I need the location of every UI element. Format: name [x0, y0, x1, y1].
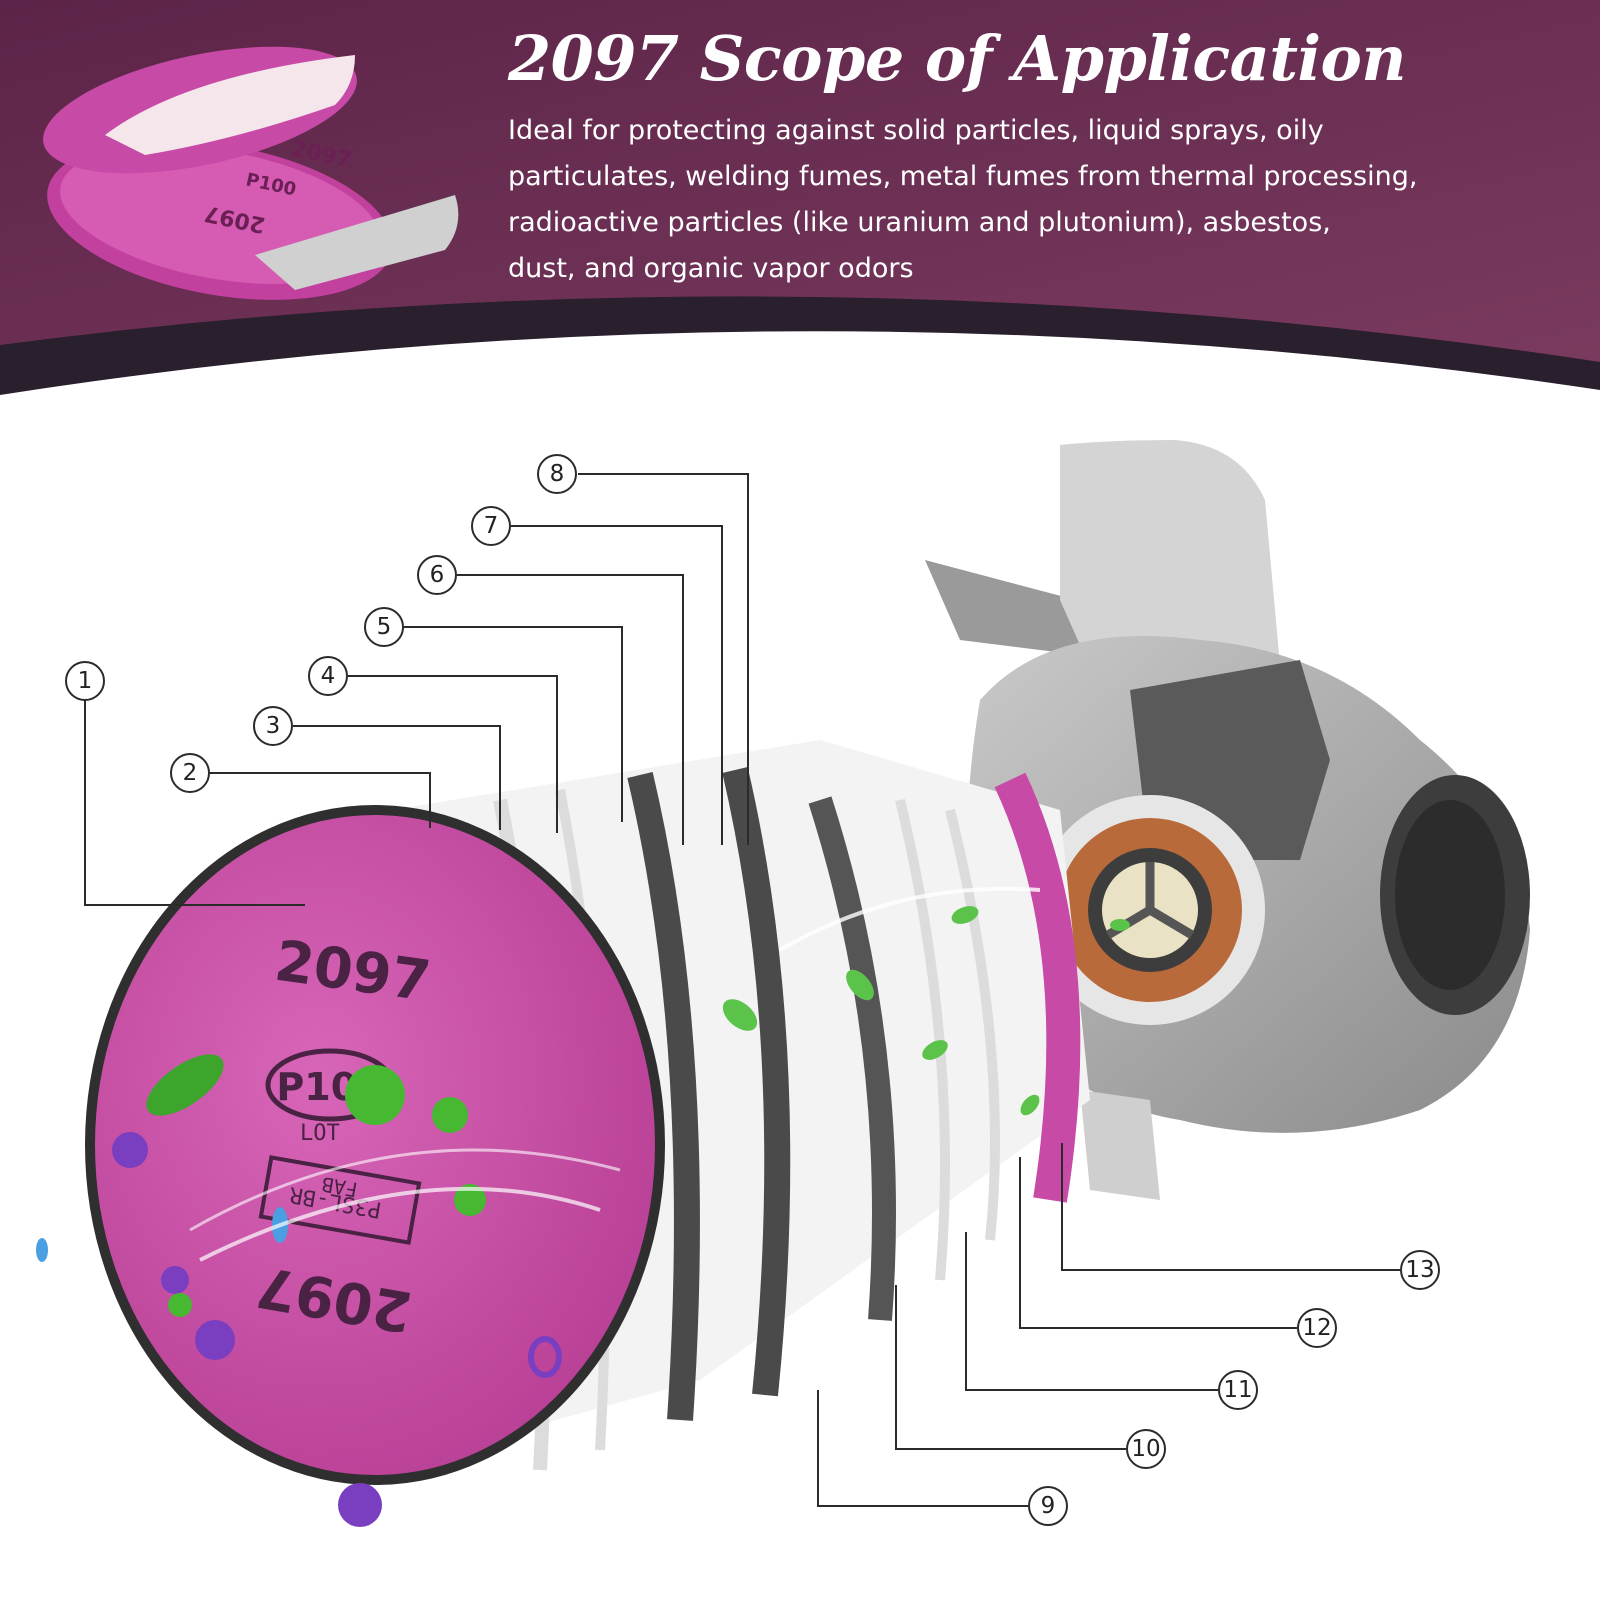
application-description: Ideal for protecting against solid parti…: [508, 108, 1568, 292]
description-line: radioactive particles (like uranium and …: [508, 207, 1331, 238]
page-title: 2097 Scope of Application: [508, 22, 1406, 95]
leader-lines: [84, 473, 1400, 1507]
rear-pink-pad: [994, 772, 1081, 1203]
layer-marker-7: 7: [471, 506, 511, 546]
carbon-layer: [722, 767, 791, 1397]
filter-pads-thumbnail: 2097 P100 2097: [43, 46, 459, 300]
disc-print-lot: LOT: [300, 1121, 340, 1146]
layer-marker-4: 4: [308, 656, 348, 696]
layer-marker-8: 8: [537, 454, 577, 494]
layer-marker-3: 3: [253, 706, 293, 746]
mask-head-strap: [925, 560, 1120, 660]
layer-marker-12: 12: [1297, 1308, 1337, 1348]
particles: [36, 886, 1130, 1527]
layer-marker-9: 9: [1028, 1486, 1068, 1526]
layer-marker-13: 13: [1400, 1250, 1440, 1290]
description-line: dust, and organic vapor odors: [508, 253, 914, 284]
layer-marker-2: 2: [170, 753, 210, 793]
header-banner: [0, 0, 1600, 395]
mask-lower-strap-clip: [1080, 1090, 1160, 1200]
filter-stack: 2097 P100 2097 P3SL-BR FAB LOT: [85, 740, 1090, 1485]
layer-marker-10: 10: [1126, 1429, 1166, 1469]
layer-marker-11: 11: [1218, 1370, 1258, 1410]
layer-marker-6: 6: [417, 555, 457, 595]
front-filter-face: [85, 805, 665, 1485]
description-line: particulates, welding fumes, metal fumes…: [508, 161, 1418, 192]
half-face-mask: [925, 440, 1530, 1200]
description-line: Ideal for protecting against solid parti…: [508, 115, 1324, 146]
layer-marker-5: 5: [364, 607, 404, 647]
layer-marker-1: 1: [65, 661, 105, 701]
carbon-layer: [808, 796, 896, 1321]
carbon-layer: [627, 772, 700, 1421]
